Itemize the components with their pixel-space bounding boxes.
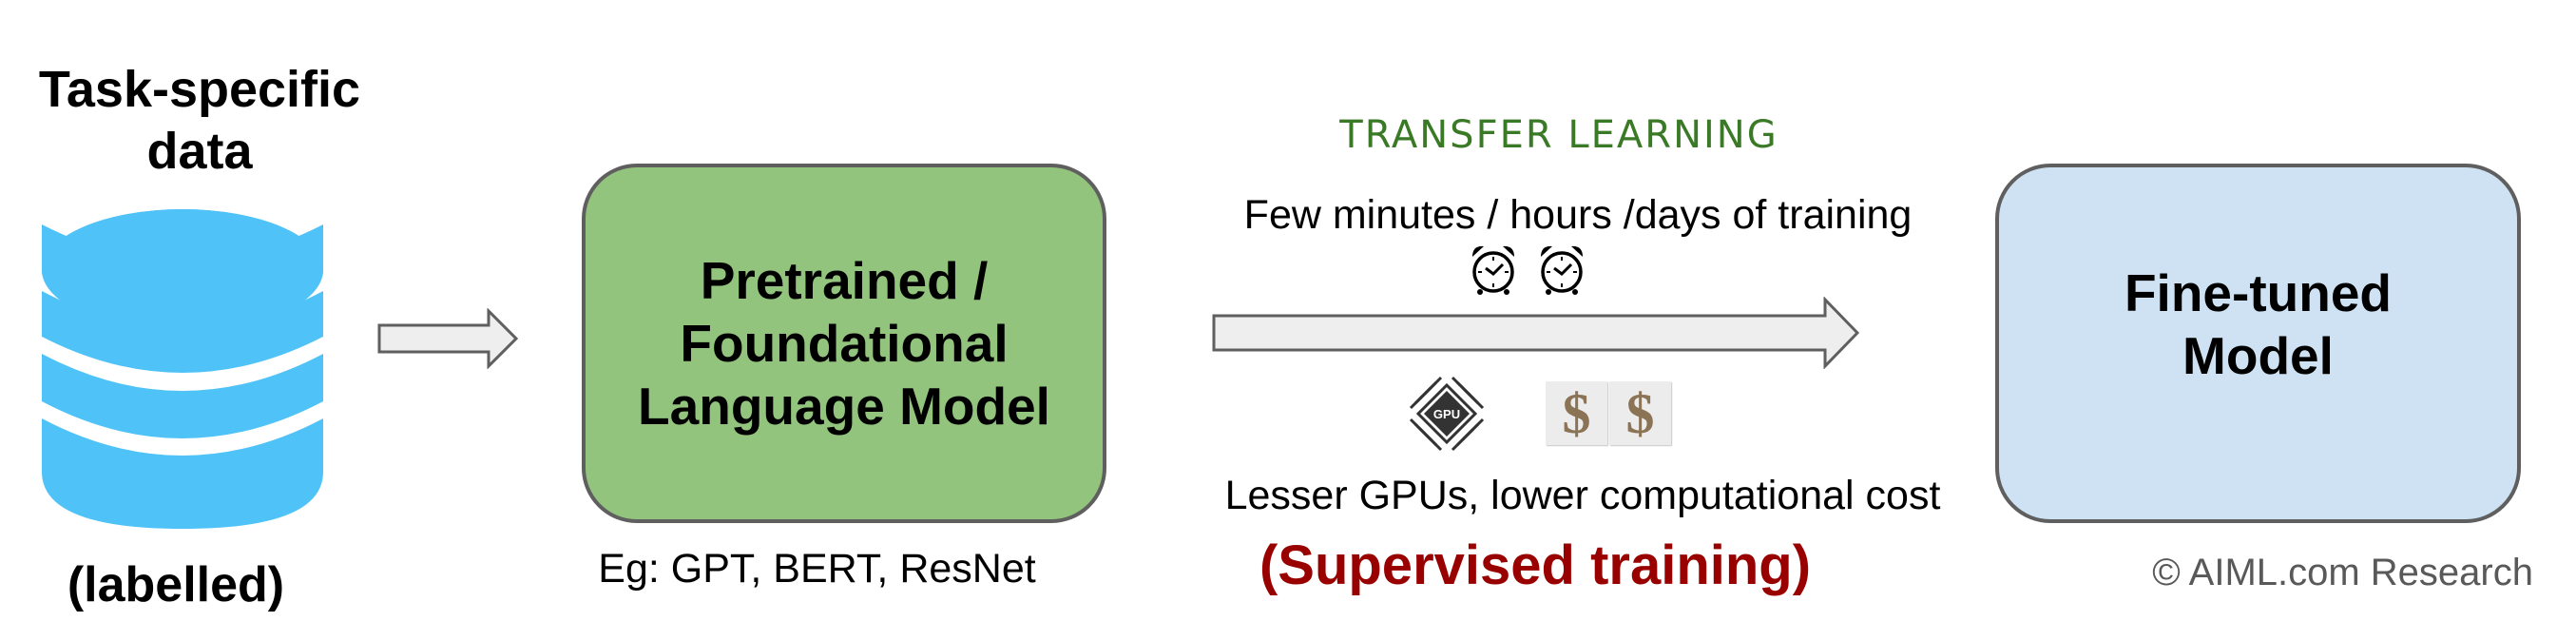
dollar-icon: $: [1609, 381, 1671, 445]
clock-icons: [1467, 242, 1588, 299]
gpu-chip-icon: GPU: [1409, 376, 1485, 452]
transfer-arrow-icon: [1212, 297, 1860, 369]
finetuned-line-2: Model: [2182, 326, 2334, 385]
data-title-line-1: Task-specific: [38, 61, 361, 118]
data-title-line-2: data: [146, 123, 253, 180]
alarm-clock-icon: [1541, 245, 1583, 295]
data-labelled-caption: (labelled): [67, 557, 285, 612]
pretrained-model-box: Pretrained / Foundational Language Model: [582, 164, 1106, 523]
gpu-label: GPU: [1433, 407, 1460, 421]
finetuned-model-label: Fine-tuned Model: [2124, 262, 2392, 387]
cost-icons: $ $: [1546, 381, 1671, 445]
cost-label: Lesser GPUs, lower computational cost: [1224, 473, 1941, 518]
training-time-label: Few minutes / hours /days of training: [1243, 192, 1913, 238]
alarm-clock-icon: [1472, 245, 1514, 295]
model-examples: Eg: GPT, BERT, ResNet: [598, 546, 1036, 592]
finetuned-line-1: Fine-tuned: [2124, 263, 2393, 322]
right-arrow-icon: [377, 308, 519, 369]
dollar-icon: $: [1546, 381, 1607, 445]
database-icon: [42, 209, 323, 529]
pretrained-model-label: Pretrained / Foundational Language Model: [638, 249, 1050, 437]
data-title: Task-specific data: [19, 59, 380, 183]
transfer-learning-title: TRANSFER LEARNING: [1339, 113, 1778, 157]
pretrained-line-1: Pretrained /: [700, 251, 989, 310]
copyright-notice: © AIML.com Research: [2152, 552, 2533, 593]
finetuned-model-box: Fine-tuned Model: [1995, 164, 2521, 523]
pretrained-line-2: Foundational: [680, 314, 1009, 373]
supervised-training-label: (Supervised training): [1259, 534, 1812, 596]
pretrained-line-3: Language Model: [638, 377, 1050, 436]
